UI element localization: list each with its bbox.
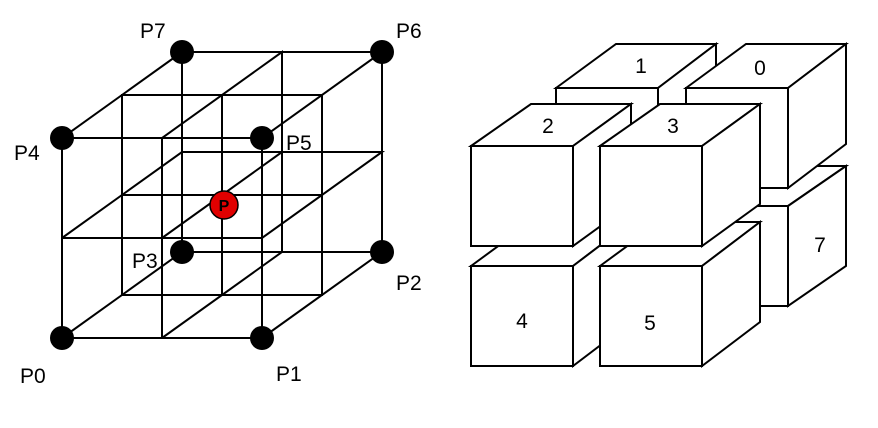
octant-label-0: 0 — [754, 57, 766, 80]
corner-label-p0: P0 — [20, 365, 46, 388]
corner-label-p1: P1 — [276, 363, 302, 386]
corner-label-p2: P2 — [396, 272, 422, 295]
octant-cubes: 6 7 1 0 4 — [467, 41, 850, 369]
octant-label-2: 2 — [542, 115, 554, 138]
octant-label-7: 7 — [814, 234, 826, 257]
corner-point-p0 — [50, 326, 74, 350]
lattice-cube: P P0 P1 P2 P3 P4 P5 P6 P7 — [14, 20, 422, 388]
corner-point-p7 — [170, 40, 194, 64]
center-point-label: P — [219, 198, 230, 215]
corner-label-p6: P6 — [396, 20, 422, 43]
corner-label-p3: P3 — [132, 250, 158, 273]
lattice-corner-points — [50, 40, 394, 350]
octant-label-4: 4 — [516, 310, 528, 333]
corner-point-p2 — [370, 240, 394, 264]
corner-point-p6 — [370, 40, 394, 64]
corner-point-p4 — [50, 126, 74, 150]
corner-point-p5 — [250, 126, 274, 150]
corner-point-p3 — [170, 240, 194, 264]
center-point: P — [209, 190, 239, 220]
octant-label-3: 3 — [667, 115, 679, 138]
corner-label-p5: P5 — [286, 132, 312, 155]
octant-label-1: 1 — [635, 55, 647, 78]
lattice-grid-lines — [61, 50, 386, 339]
octant-cube-5: 5 — [596, 219, 763, 369]
corner-label-p7: P7 — [140, 20, 166, 43]
octant-cube-3: 3 — [596, 102, 764, 248]
corner-label-p4: P4 — [14, 142, 40, 165]
corner-point-p1 — [250, 326, 274, 350]
corner-labels: P0 P1 P2 P3 P4 P5 P6 P7 — [14, 20, 422, 388]
octant-label-5: 5 — [644, 312, 656, 335]
